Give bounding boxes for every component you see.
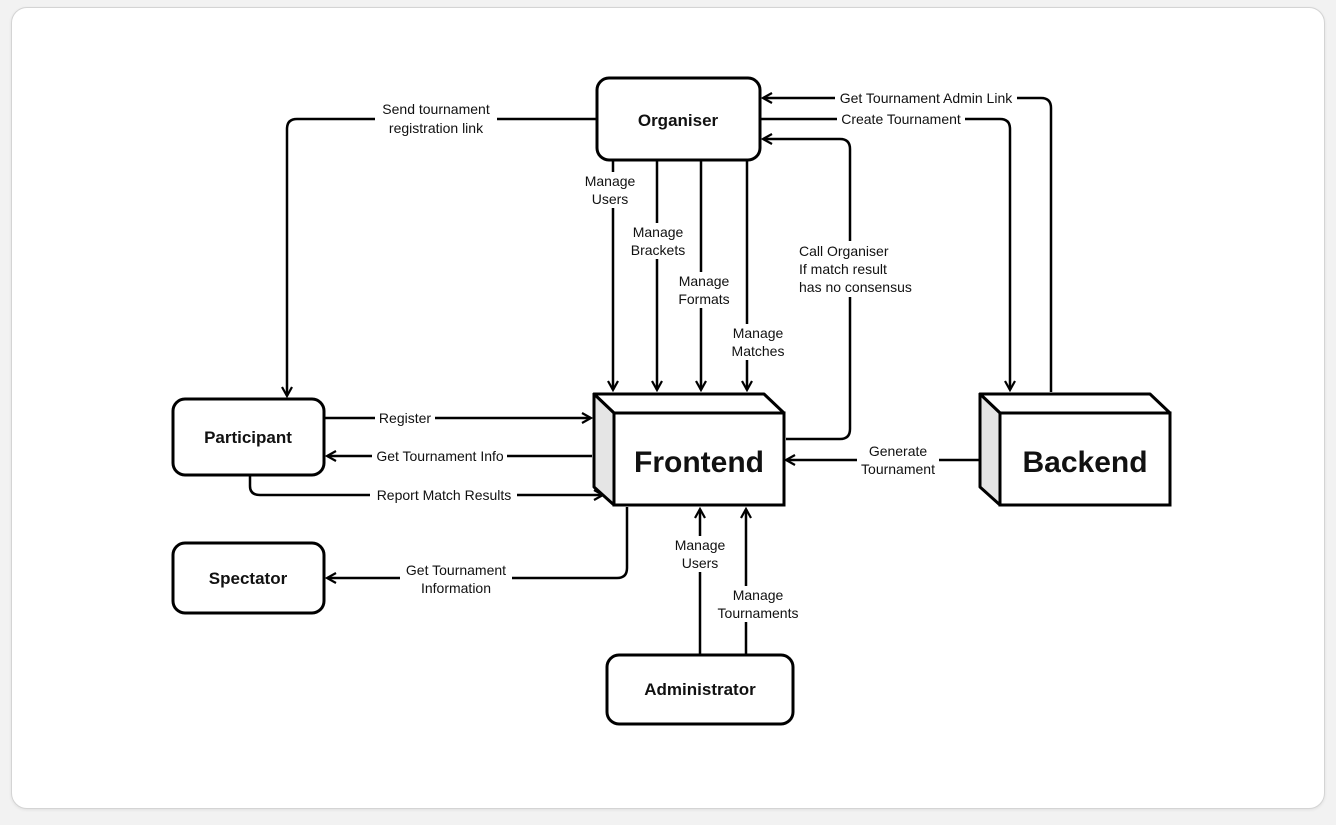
svg-text:Manage: Manage xyxy=(675,537,726,553)
edge-get-tournament-information xyxy=(327,507,629,578)
svg-text:Get Tournament: Get Tournament xyxy=(406,562,506,578)
label-manage-matches: Manage Matches xyxy=(732,325,785,359)
svg-text:Frontend: Frontend xyxy=(634,446,764,479)
svg-text:Manage: Manage xyxy=(679,273,730,289)
svg-text:Brackets: Brackets xyxy=(631,242,685,258)
svg-text:Users: Users xyxy=(592,191,629,207)
edge-send-link xyxy=(287,117,597,396)
svg-text:Participant: Participant xyxy=(204,428,292,447)
edge-get-admin-link xyxy=(763,98,1053,392)
label-manage-users-org: Manage Users xyxy=(585,173,636,207)
svg-text:Users: Users xyxy=(682,555,719,571)
svg-text:Spectator: Spectator xyxy=(209,569,288,588)
svg-text:Matches: Matches xyxy=(732,343,785,359)
label-register: Register xyxy=(379,410,431,426)
label-get-tournament-information: Get Tournament Information xyxy=(406,562,506,596)
label-report-results: Report Match Results xyxy=(377,487,512,503)
svg-text:Formats: Formats xyxy=(678,291,729,307)
label-manage-formats: Manage Formats xyxy=(678,273,729,307)
label-get-admin-link: Get Tournament Admin Link xyxy=(840,90,1014,106)
svg-text:Backend: Backend xyxy=(1022,446,1147,479)
svg-text:Tournaments: Tournaments xyxy=(718,605,799,621)
svg-text:Organiser: Organiser xyxy=(638,111,719,130)
node-frontend: Frontend xyxy=(592,392,786,507)
svg-text:Administrator: Administrator xyxy=(644,680,756,699)
label-create-tournament: Create Tournament xyxy=(841,111,961,127)
svg-text:Manage: Manage xyxy=(633,224,684,240)
node-spectator: Spectator xyxy=(171,541,326,615)
label-manage-brackets: Manage Brackets xyxy=(631,224,685,258)
node-backend: Backend xyxy=(978,392,1172,507)
label-get-tournament-info: Get Tournament Info xyxy=(376,448,504,464)
node-organiser: Organiser xyxy=(595,76,762,162)
svg-text:Send tournament: Send tournament xyxy=(382,101,490,117)
svg-text:If match result: If match result xyxy=(799,261,887,277)
node-administrator: Administrator xyxy=(605,653,795,726)
label-generate-tournament: Generate Tournament xyxy=(861,443,935,477)
label-manage-users-admin: Manage Users xyxy=(675,537,726,571)
label-call-organiser: Call Organiser If match result has no co… xyxy=(799,243,912,295)
svg-text:registration link: registration link xyxy=(389,120,484,136)
svg-text:Manage: Manage xyxy=(585,173,636,189)
svg-text:Tournament: Tournament xyxy=(861,461,935,477)
label-manage-tournaments: Manage Tournaments xyxy=(718,587,799,621)
svg-text:has no consensus: has no consensus xyxy=(799,279,912,295)
label-send-link: Send tournament registration link xyxy=(382,101,490,136)
edge-report-results xyxy=(248,476,603,495)
node-participant: Participant xyxy=(171,397,326,477)
svg-text:Generate: Generate xyxy=(869,443,928,459)
edge-create-tournament xyxy=(760,117,1010,390)
svg-text:Call Organiser: Call Organiser xyxy=(799,243,889,259)
svg-text:Information: Information xyxy=(421,580,491,596)
svg-text:Manage: Manage xyxy=(733,587,784,603)
svg-text:Manage: Manage xyxy=(733,325,784,341)
